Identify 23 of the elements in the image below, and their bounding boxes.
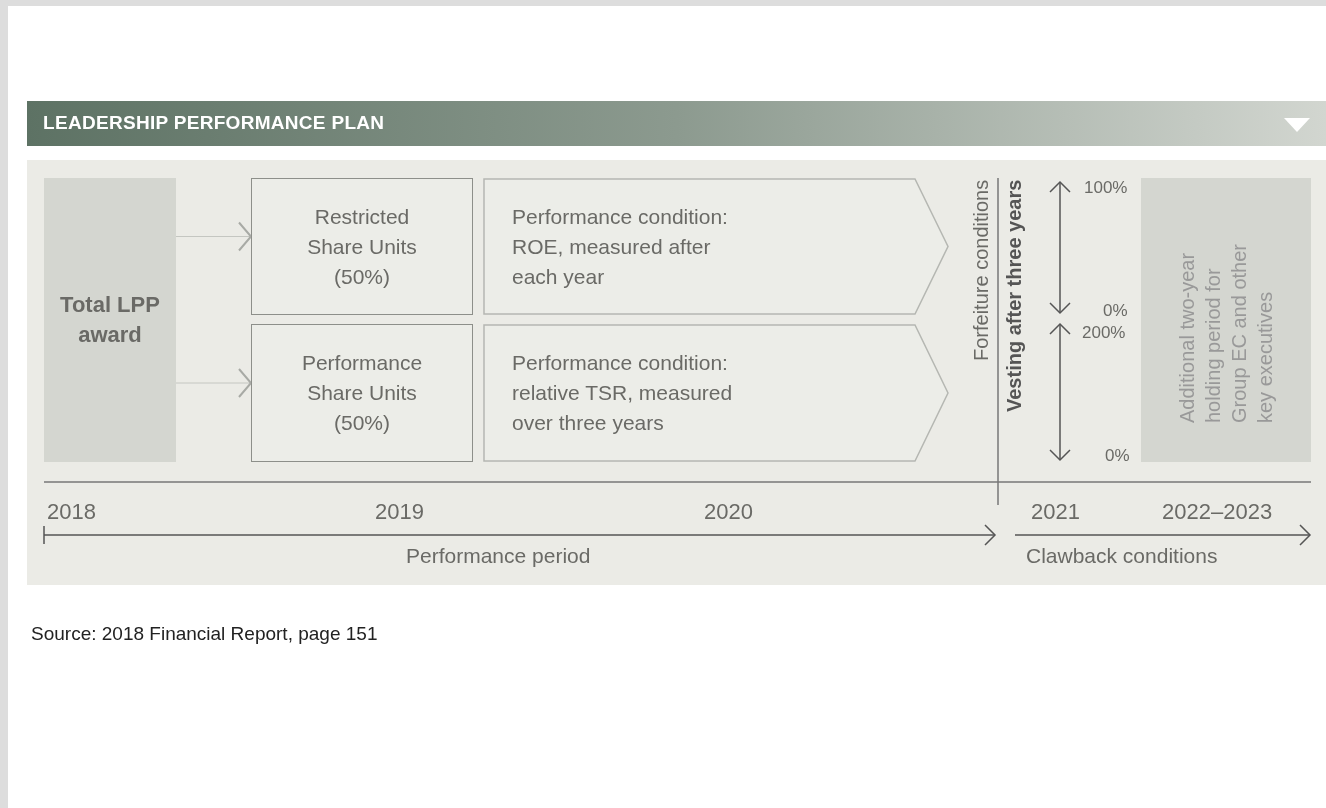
period-label: Clawback conditions <box>1026 544 1218 568</box>
year-label: 2020 <box>704 499 753 525</box>
percent-label: 0% <box>1103 301 1128 321</box>
year-label: 2021 <box>1031 499 1080 525</box>
year-label: 2018 <box>47 499 96 525</box>
year-label: 2019 <box>375 499 424 525</box>
source-note: Source: 2018 Financial Report, page 151 <box>31 623 378 645</box>
condition-panel: Performance condition: relative TSR, measured over three years <box>483 324 949 462</box>
chevron-arrow <box>175 368 252 398</box>
condition-panel: Performance condition: ROE, measured after each year <box>483 178 949 315</box>
holding-period-box: Additional two-year holding period for Group EC and other key executives <box>1141 178 1311 462</box>
award-box: Total LPP award <box>44 178 176 462</box>
chevron-arrow <box>175 221 252 252</box>
percent-label: 0% <box>1105 446 1130 466</box>
condition-label: Forfeiture conditions <box>970 180 993 364</box>
percent-label: 100% <box>1084 178 1128 198</box>
title: LEADERSHIP PERFORMANCE PLAN <box>43 112 385 134</box>
share-unit-box: Performance Share Units (50%) <box>251 324 473 462</box>
share-unit-box: Restricted Share Units (50%) <box>251 178 473 315</box>
percent-label: 200% <box>1082 323 1126 343</box>
year-label: 2022–2023 <box>1162 499 1273 525</box>
vesting-label: Vesting after three years <box>1003 180 1026 415</box>
period-label: Performance period <box>406 544 591 568</box>
